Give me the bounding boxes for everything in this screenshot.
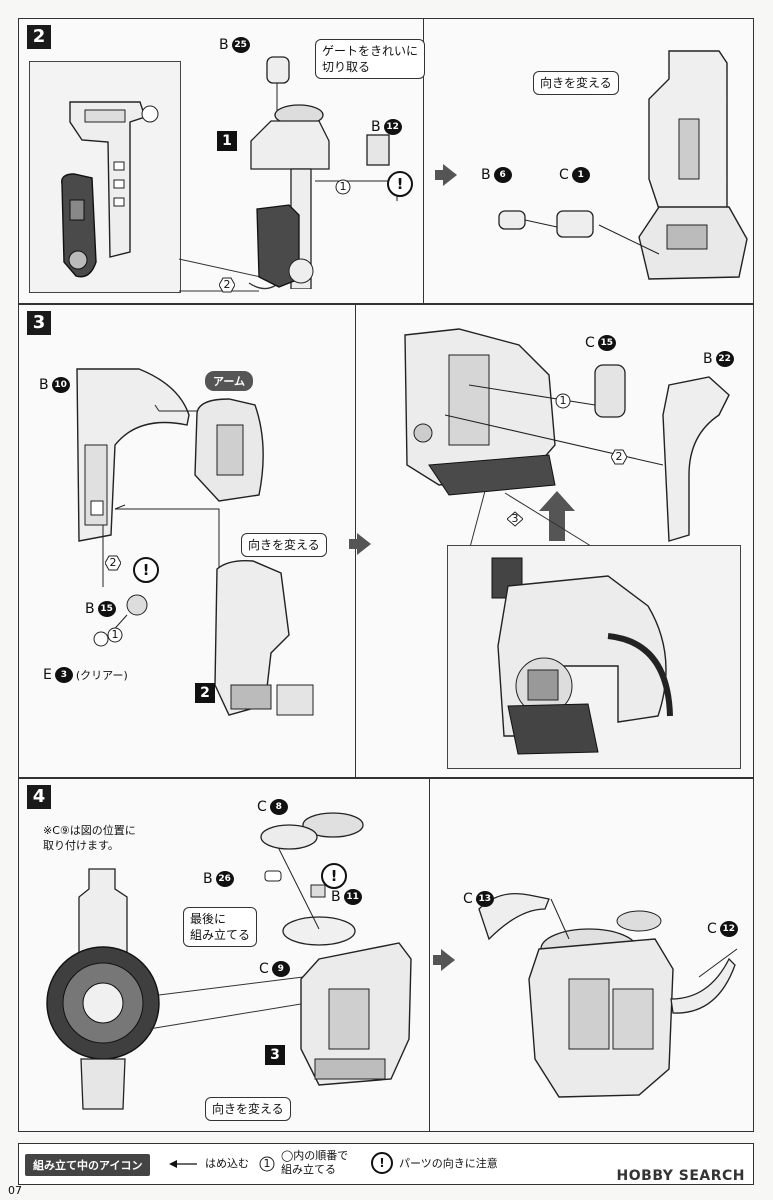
step2-result-drawing [498, 50, 748, 280]
turn-callout: 向きを変える [241, 533, 327, 557]
legend-warn-text: パーツの向きに注意 [399, 1157, 498, 1170]
part-number: 22 [715, 351, 734, 367]
order-number-icon: 1 [259, 1156, 275, 1172]
detail-inset [29, 61, 181, 293]
part-label: B 6 [481, 167, 512, 183]
part-number: 12 [719, 921, 738, 937]
insert-arrow-icon [169, 1160, 197, 1168]
part-label: B 12 [371, 119, 402, 135]
part-letter: B [703, 351, 713, 367]
part-number: 8 [269, 799, 288, 815]
part-number: 15 [597, 335, 616, 351]
part-letter: B [203, 871, 213, 887]
part-label: C 15 [585, 335, 616, 351]
part-label: B 11 [331, 889, 362, 905]
panel-divider [429, 779, 430, 1131]
warning-icon: ! [387, 171, 413, 197]
part-letter: C [559, 167, 569, 183]
next-arrow-icon [433, 949, 455, 971]
part-label: C 12 [707, 921, 738, 937]
part-letter: C [257, 799, 267, 815]
part-label: C 9 [259, 961, 290, 977]
part-number: 25 [231, 37, 250, 53]
warning-icon: ! [321, 863, 347, 889]
next-arrow-icon [349, 533, 371, 555]
step3-left-drawing [76, 368, 314, 716]
part-number: 6 [493, 167, 512, 183]
step-number: 4 [27, 785, 51, 809]
part-letter: C [463, 891, 473, 907]
warning-icon: ! [133, 557, 159, 583]
part-letter: E [43, 667, 52, 683]
part-letter: B [85, 601, 95, 617]
part-number: 13 [475, 891, 494, 907]
part-number: 3 [54, 667, 73, 683]
legend-insert-text: はめ込む [205, 1157, 249, 1170]
turn-callout: 向きを変える [533, 71, 619, 95]
part-label: C 1 [559, 167, 590, 183]
c9-position-note: ※C⑨は図の位置に 取り付けます。 [43, 824, 136, 852]
part-letter: C [259, 961, 269, 977]
part-label-clear: E 3 (クリアー) [43, 667, 128, 683]
part-letter: B [219, 37, 229, 53]
result-inset [447, 545, 741, 769]
step2-assembly-drawing [250, 56, 398, 289]
order-number: 1 [107, 627, 123, 643]
subassembly-ref: 2 [195, 683, 215, 703]
order-number: 1 [555, 393, 571, 409]
clear-note: (クリアー) [75, 669, 128, 682]
part-number: 12 [383, 119, 402, 135]
part-number: 9 [271, 961, 290, 977]
page-number: 07 [8, 1184, 22, 1197]
part-number: 11 [343, 889, 362, 905]
step-4-panel: 4 ※C⑨は図の位置に 取り付けます。 C 8 B 26 [18, 778, 754, 1132]
watermark-brand: HOBBY SEARCH [616, 1168, 745, 1184]
legend-title: 組み立て中のアイコン [25, 1154, 151, 1176]
step-2-panel: 2 [18, 18, 754, 304]
step-3-panel: 3 B 10 アーム 向きを変える 2 [18, 304, 754, 778]
part-label: B 15 [85, 601, 116, 617]
warning-icon: ! [371, 1152, 393, 1174]
subassembly-ref: 1 [217, 131, 237, 151]
step-number: 3 [27, 311, 51, 335]
part-number: 1 [571, 167, 590, 183]
order-number: 1 [335, 179, 351, 195]
part-letter: B [331, 889, 341, 905]
part-letter: C [707, 921, 717, 937]
step-number: 2 [27, 25, 51, 49]
icon-legend: 組み立て中のアイコン はめ込む 1 ◯内の順番で 組み立てる ! パーツの向きに… [18, 1143, 754, 1185]
part-label: C 13 [463, 891, 494, 907]
subassembly-ref: 3 [265, 1045, 285, 1065]
step4-left-drawing [46, 812, 412, 1110]
last-assembly-callout: 最後に 組み立てる [183, 907, 258, 947]
part-letter: B [371, 119, 381, 135]
part-label: B 25 [219, 37, 250, 53]
gate-callout: ゲートをきれいに 切り取る [315, 39, 426, 79]
part-label: B 22 [703, 351, 734, 367]
part-label: B 26 [203, 871, 234, 887]
panel-divider [423, 19, 424, 303]
step4-result-drawing [478, 892, 738, 1098]
order-number: 3 [507, 511, 523, 527]
step3-result-drawing [491, 557, 673, 755]
next-arrow-icon [435, 164, 457, 186]
part-letter: B [39, 377, 49, 393]
arm-tag: アーム [205, 371, 254, 391]
step3-right-drawing [404, 328, 730, 552]
part-letter: B [481, 167, 491, 183]
turn-callout: 向きを変える [205, 1097, 291, 1121]
part-number: 26 [215, 871, 234, 887]
order-number: 2 [219, 277, 235, 293]
part-detail-drawing [61, 101, 159, 278]
part-label: B 10 [39, 377, 70, 393]
part-number: 10 [51, 377, 70, 393]
order-number: 2 [105, 555, 121, 571]
part-label: C 8 [257, 799, 288, 815]
order-number: 2 [611, 449, 627, 465]
legend-order-text: ◯内の順番で 組み立てる [281, 1149, 349, 1176]
part-letter: C [585, 335, 595, 351]
part-number: 15 [97, 601, 116, 617]
